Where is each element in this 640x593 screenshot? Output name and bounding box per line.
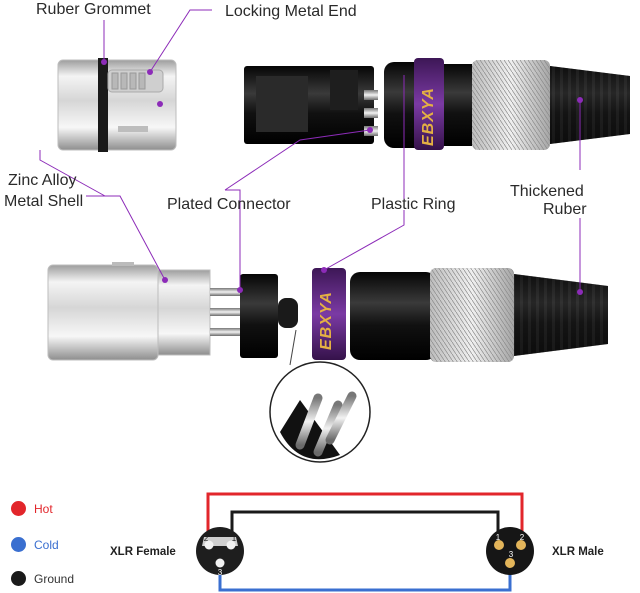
- legend-ground-dot: [11, 571, 26, 586]
- label-xlr-male: XLR Male: [552, 546, 604, 558]
- pin-zoom-detail: [269, 329, 371, 463]
- label-xlr-female: XLR Female: [110, 546, 176, 558]
- female-insert: [244, 66, 378, 144]
- label-plastic-ring: Plastic Ring: [371, 196, 456, 213]
- wiring-diagram: 2 1 3 1 2 3: [196, 492, 534, 592]
- label-rubber-grommet: Ruber Grommet: [36, 1, 151, 18]
- legend-ground-label: Ground: [34, 572, 75, 586]
- male-pin-1: 1: [496, 533, 501, 542]
- female-pin-2: 2: [204, 534, 209, 543]
- male-rear-housing: EBXYA: [312, 268, 608, 362]
- legend-hot-label: Hot: [34, 502, 53, 516]
- label-rubber: Ruber: [543, 201, 587, 218]
- male-pins: [210, 288, 254, 336]
- hot-wire: [206, 492, 524, 533]
- callout-lines: [39, 9, 581, 292]
- legend-cold-dot: [11, 537, 26, 552]
- xlr-female-face: [196, 527, 244, 575]
- male-pin-3: 3: [509, 550, 514, 559]
- callout-dots: [101, 59, 583, 295]
- xlr-male-face: [486, 527, 534, 575]
- brand-text-bottom: EBXYA: [318, 291, 335, 350]
- label-locking-metal-end: Locking Metal End: [225, 3, 357, 20]
- brand-text-top: EBXYA: [420, 87, 437, 146]
- label-plated-connector: Plated Connector: [167, 196, 291, 213]
- female-pin-1: 1: [232, 534, 237, 543]
- label-zinc-alloy: Zinc Alloy: [8, 172, 77, 189]
- ground-wire: [230, 510, 500, 533]
- male-front-shell: [47, 262, 211, 361]
- legend-cold-label: Cold: [34, 538, 59, 552]
- cold-wire: [218, 566, 512, 592]
- label-metal-shell: Metal Shell: [4, 193, 84, 210]
- legend-hot-dot: [11, 501, 26, 516]
- male-pin-2: 2: [520, 533, 525, 542]
- female-rear-housing: EBXYA: [384, 58, 630, 150]
- label-thickened: Thickened: [510, 183, 584, 200]
- female-front-shell: [57, 58, 177, 152]
- male-insert: [240, 274, 298, 358]
- female-pin-3: 3: [218, 568, 223, 577]
